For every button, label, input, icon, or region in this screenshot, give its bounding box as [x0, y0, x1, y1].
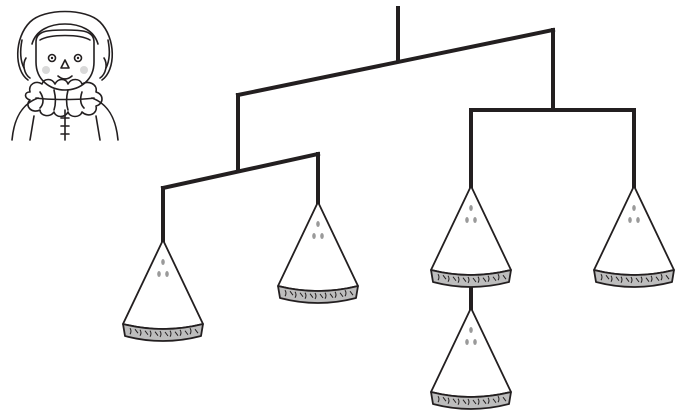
seed-icon	[312, 233, 316, 239]
mobile-frame	[160, 6, 636, 312]
left-sub-beam	[160, 151, 321, 191]
watermelon-wedges	[122, 185, 675, 410]
watermelon-slice-icon	[277, 201, 359, 304]
seed-icon	[473, 217, 477, 223]
seed-icon	[320, 233, 324, 239]
seed-icon	[469, 327, 473, 333]
seed-icon	[316, 221, 320, 227]
top-beam	[235, 27, 556, 98]
watermelon-slice-icon	[430, 185, 512, 288]
watermelon-slice-icon	[122, 239, 204, 342]
watermelon-slice-icon	[593, 185, 675, 288]
seed-icon	[473, 339, 477, 345]
seed-icon	[628, 217, 632, 223]
seed-icon	[632, 205, 636, 211]
seed-icon	[157, 271, 161, 277]
seed-icon	[636, 217, 640, 223]
seed-icon	[165, 271, 169, 277]
jester-figure-icon	[11, 10, 119, 141]
watermelon-slice-icon	[430, 307, 512, 410]
seed-icon	[465, 339, 469, 345]
seed-icon	[161, 259, 165, 265]
seed-icon	[469, 205, 473, 211]
seed-icon	[465, 217, 469, 223]
